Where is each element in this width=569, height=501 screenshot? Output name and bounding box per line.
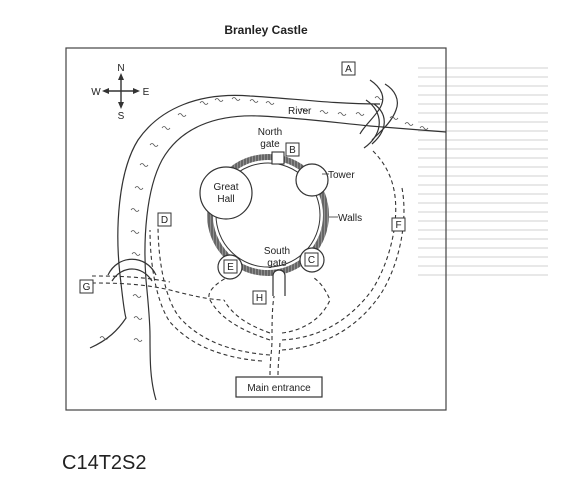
bleed-through-text bbox=[418, 60, 548, 370]
river-label: River bbox=[288, 106, 312, 117]
marker-d: D bbox=[157, 212, 172, 227]
marker-a: A bbox=[341, 61, 356, 76]
svg-text:D: D bbox=[161, 215, 168, 226]
great-hall-label-1: Great bbox=[213, 182, 238, 193]
marker-b: B bbox=[285, 142, 300, 157]
svg-text:H: H bbox=[256, 293, 263, 304]
marker-g: G bbox=[79, 279, 94, 294]
svg-text:B: B bbox=[289, 145, 296, 156]
caption: C14T2S2 bbox=[62, 452, 147, 474]
main-entrance-box bbox=[235, 376, 323, 398]
paths bbox=[91, 149, 405, 376]
marker-e: E bbox=[223, 259, 238, 274]
great-hall bbox=[199, 166, 253, 220]
west-bridge bbox=[107, 258, 157, 282]
great-hall-label-2: Hall bbox=[217, 194, 234, 205]
compass-rose-icon bbox=[102, 73, 140, 109]
marker-f: F bbox=[391, 217, 406, 232]
map-title: Branley Castle bbox=[224, 23, 308, 37]
north-gate bbox=[271, 151, 285, 165]
svg-text:E: E bbox=[227, 262, 234, 273]
svg-text:G: G bbox=[83, 282, 91, 293]
compass-west: W bbox=[91, 87, 101, 98]
compass-north: N bbox=[117, 63, 124, 74]
compass-south: S bbox=[118, 111, 125, 122]
river bbox=[89, 79, 447, 401]
tower-label: Tower bbox=[328, 170, 355, 181]
north-gate-label-2: gate bbox=[260, 139, 280, 150]
marker-c: C bbox=[304, 252, 319, 267]
castle-walls bbox=[207, 154, 329, 276]
north-gate-label-1: North bbox=[258, 127, 282, 138]
east-bridge bbox=[363, 99, 385, 149]
south-gate-label-2: gate bbox=[267, 258, 287, 269]
walls-label: Walls bbox=[338, 213, 362, 224]
svg-text:C: C bbox=[308, 255, 315, 266]
marker-h: H bbox=[252, 290, 267, 305]
south-gate bbox=[272, 269, 286, 296]
svg-text:A: A bbox=[345, 64, 352, 75]
south-gate-label-1: South bbox=[264, 246, 290, 257]
svg-text:F: F bbox=[395, 220, 401, 231]
tower bbox=[295, 163, 329, 197]
compass-east: E bbox=[143, 87, 150, 98]
main-entrance-label: Main entrance bbox=[247, 383, 311, 394]
map-frame bbox=[65, 47, 447, 411]
